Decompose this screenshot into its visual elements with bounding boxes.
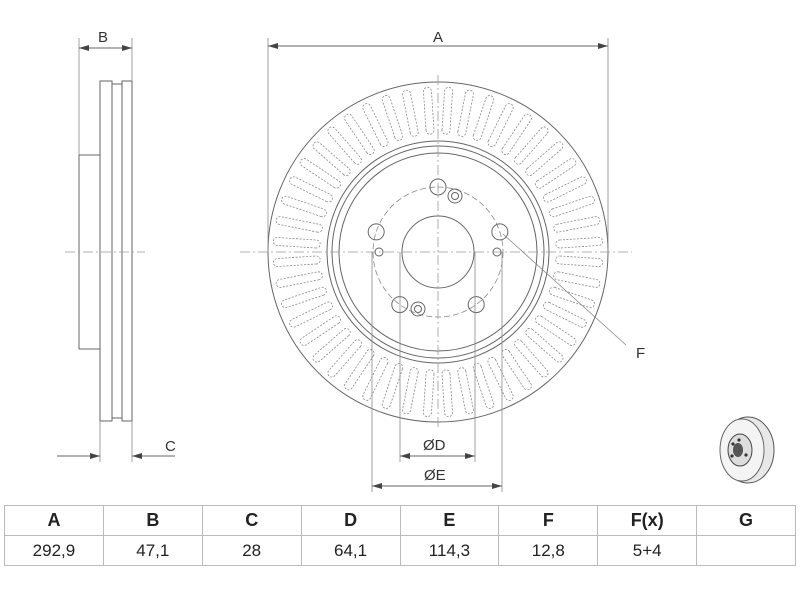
table-header-row: A B C D E F F(x) G (4, 505, 796, 536)
value-f: 12,8 (498, 535, 599, 566)
vent-slot (299, 158, 341, 189)
vent-slots (272, 86, 604, 418)
wheel-bolt-hole (467, 296, 485, 314)
vent-slot (525, 328, 564, 363)
vent-slot (327, 126, 362, 165)
vent-slot (327, 339, 362, 378)
vent-slot (553, 216, 601, 233)
vent-slot (501, 349, 532, 391)
vent-slot (299, 315, 341, 346)
header-fx: F(x) (597, 505, 698, 536)
header-c: C (201, 505, 302, 536)
wheel-bolt-hole (367, 223, 385, 241)
friction-ring-outer (121, 80, 133, 422)
label-f: F (636, 345, 645, 362)
vent-slot (457, 367, 474, 415)
vent-slot (543, 301, 587, 328)
vent-slot (344, 349, 375, 391)
value-c: 28 (201, 535, 302, 566)
vent-slot (514, 126, 549, 165)
vent-slot (487, 357, 514, 401)
vent-groove (111, 83, 123, 419)
vent-slot (525, 141, 564, 176)
vent-slot (472, 95, 495, 141)
vent-slot (441, 369, 453, 418)
header-d: D (300, 505, 401, 536)
vent-slot (423, 369, 435, 418)
vent-slot (272, 255, 321, 267)
vent-slot (501, 113, 532, 155)
vent-slot (472, 363, 495, 409)
side-view: B C (57, 29, 176, 462)
threaded-hole-inner (451, 192, 459, 200)
vent-slot (543, 176, 587, 203)
value-g (696, 535, 796, 566)
vent-slot (275, 271, 323, 288)
value-e: 114,3 (399, 535, 500, 566)
label-e: ØE (424, 467, 446, 484)
vent-slot (275, 216, 323, 233)
leader-f (502, 233, 627, 346)
value-b: 47,1 (102, 535, 203, 566)
disc-thumbnail (719, 416, 775, 484)
threaded-hole-inner (414, 305, 422, 313)
value-a: 292,9 (4, 535, 104, 566)
dimensions-table: A B C D E F F(x) G 292,9 47,1 28 64,1 11… (4, 505, 796, 566)
vent-slot (441, 86, 453, 135)
vent-slot (281, 286, 327, 309)
vent-slot (281, 195, 327, 218)
vent-slot (423, 86, 435, 135)
vent-slot (402, 89, 419, 137)
value-d: 64,1 (300, 535, 401, 566)
vent-slot (555, 255, 604, 267)
header-e: E (399, 505, 500, 536)
vent-slot (535, 158, 577, 189)
vent-slot (289, 301, 333, 328)
label-b: B (98, 29, 108, 46)
value-fx: 5+4 (597, 535, 698, 566)
header-b: B (102, 505, 203, 536)
friction-ring-inner (99, 80, 113, 422)
vent-slot (312, 328, 351, 363)
header-f: F (498, 505, 599, 536)
vent-slot (289, 176, 333, 203)
vent-slot (549, 195, 595, 218)
vent-slot (381, 95, 404, 141)
label-a: A (433, 29, 443, 46)
threaded-hole (447, 188, 463, 204)
vent-slot (457, 89, 474, 137)
vent-slot (553, 271, 601, 288)
vent-slot (344, 113, 375, 155)
vent-slot (312, 141, 351, 176)
vent-slot (272, 237, 321, 249)
wheel-bolt-hole (491, 223, 509, 241)
front-view: A ØD ØE F (240, 29, 645, 492)
header-a: A (4, 505, 104, 536)
label-d: ØD (423, 437, 446, 454)
vent-slot (514, 339, 549, 378)
vent-slot (402, 367, 419, 415)
vent-slot (549, 286, 595, 309)
table-row: 292,9 47,1 28 64,1 114,3 12,8 5+4 (4, 535, 796, 566)
threaded-hole (410, 301, 426, 317)
vent-slot (555, 237, 604, 249)
header-g: G (696, 505, 796, 536)
vent-slot (487, 103, 514, 147)
label-c: C (165, 438, 176, 455)
vent-slot (362, 103, 389, 147)
vent-slot (535, 315, 577, 346)
